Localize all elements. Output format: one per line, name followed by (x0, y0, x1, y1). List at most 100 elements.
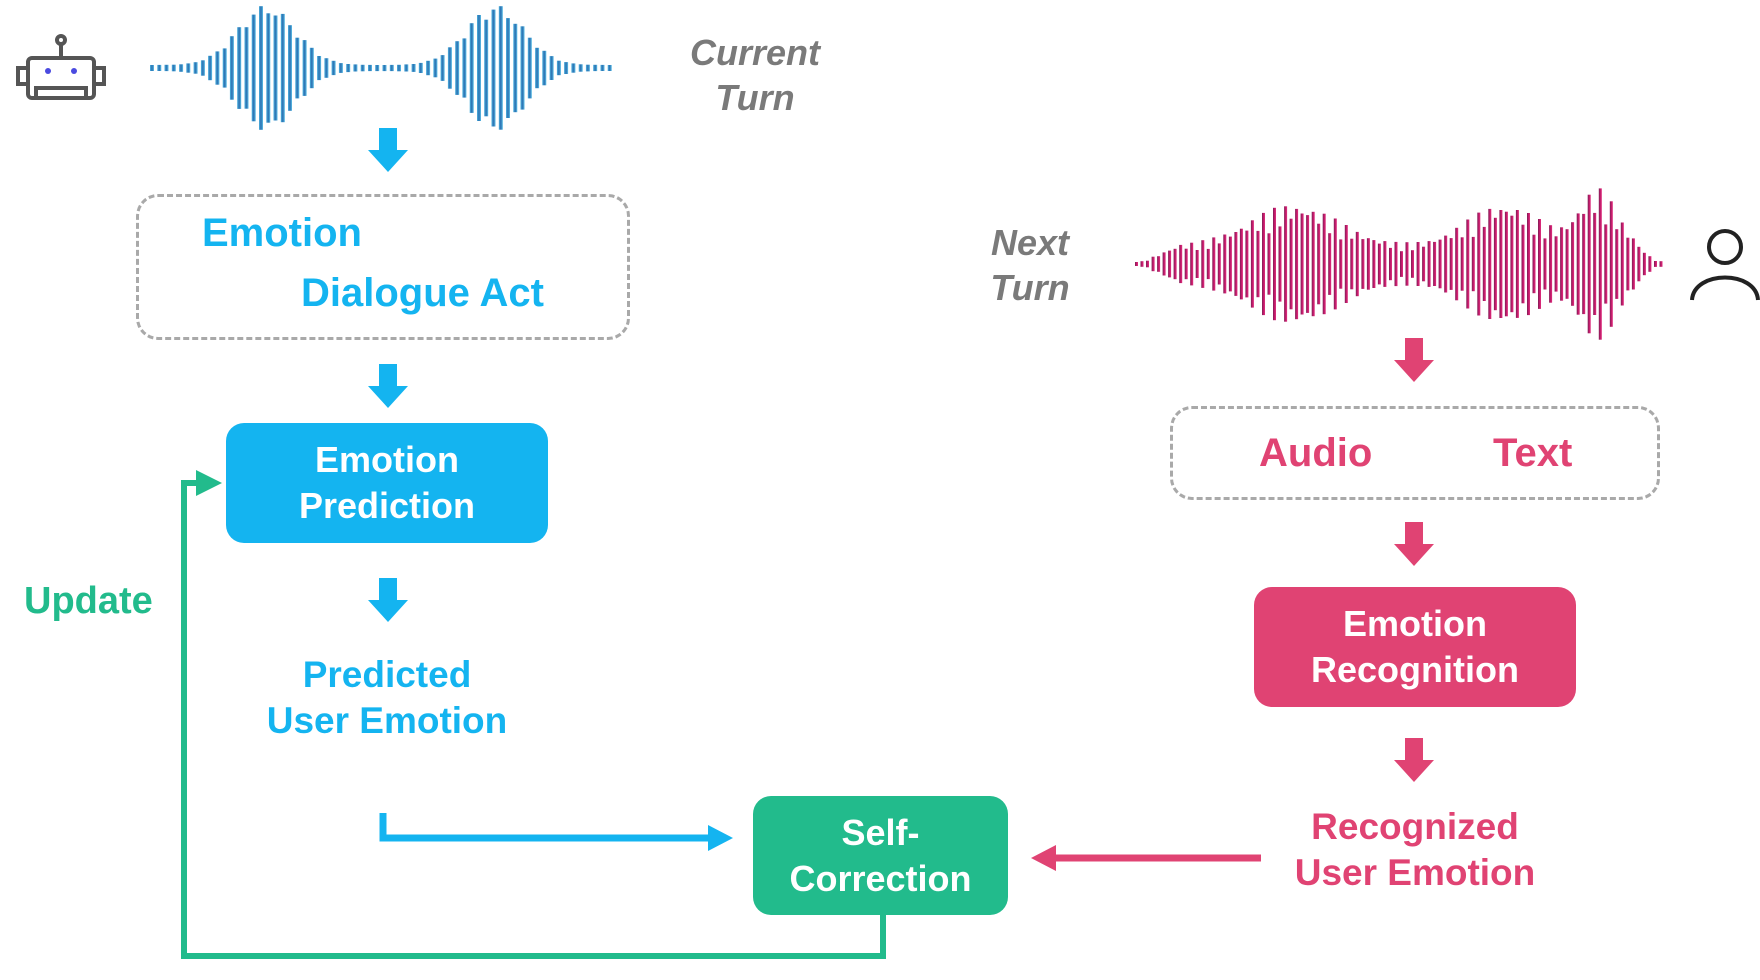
waveform-bar (1328, 233, 1332, 295)
waveform-bar (389, 64, 394, 72)
waveform-bar (259, 6, 263, 130)
waveform-bar (1273, 207, 1276, 321)
waveform-bar (1455, 227, 1459, 301)
user-input-box: Audio Text (1170, 406, 1660, 500)
waveform-bar (1411, 250, 1414, 278)
waveform-bar (251, 14, 256, 122)
waveform-bar (1157, 256, 1161, 272)
waveform-bar (397, 64, 401, 72)
waveform-bar (324, 58, 329, 78)
waveform-bar (1538, 219, 1541, 309)
waveform-bar (1239, 228, 1243, 300)
waveform-bar (1532, 234, 1536, 294)
waveform-bar (1377, 243, 1381, 285)
waveform-bar (607, 65, 612, 71)
emotion-prediction-line1: Emotion (315, 439, 459, 480)
waveform-bar (237, 27, 242, 109)
current-turn-line2: Turn (715, 77, 795, 118)
waveform-bar (564, 62, 569, 74)
waveform-bar (1173, 248, 1177, 280)
waveform-bar (1195, 250, 1199, 278)
recognized-line2: User Emotion (1294, 852, 1536, 893)
waveform-bar (215, 51, 220, 85)
waveform-bar (1543, 238, 1547, 290)
waveform-bar (1350, 238, 1354, 290)
waveform-bar (1179, 244, 1183, 284)
waveform-bar (513, 23, 518, 113)
input-text-label: Text (1493, 431, 1573, 475)
next-turn-label: Next Turn (960, 220, 1100, 310)
down-arrow-icon (1394, 522, 1434, 566)
waveform-bar (549, 56, 554, 80)
waveform-bar (1262, 212, 1265, 316)
waveform-bar (1344, 225, 1348, 303)
waveform-bar (338, 63, 343, 73)
waveform-bar (1311, 211, 1315, 317)
waveform-bar (273, 15, 278, 121)
waveform-bar (1422, 246, 1426, 282)
update-label: Update (24, 580, 153, 622)
waveform-bar (1151, 256, 1155, 272)
waveform-bar (1626, 237, 1630, 291)
waveform-bar (222, 48, 227, 88)
waveform-bar (1598, 188, 1602, 340)
next-turn-line1: Next (990, 222, 1070, 263)
waveform-bar (375, 65, 380, 72)
waveform-bar (1190, 242, 1194, 286)
waveform-bar (1593, 212, 1597, 315)
waveform-bar (317, 56, 322, 81)
waveform-bar (1449, 238, 1453, 290)
emotion-recognition-line1: Emotion (1343, 603, 1487, 644)
waveform-bar (1361, 239, 1365, 289)
waveform-bar (1488, 208, 1492, 319)
emotion-recognition-line2: Recognition (1311, 649, 1519, 690)
waveform-bar (556, 60, 561, 76)
input-emotion-label: Emotion (202, 211, 362, 255)
waveform-bar (1256, 230, 1260, 298)
waveform-bar (1355, 231, 1359, 297)
waveform-bar (1206, 248, 1210, 280)
waveform-bar (433, 58, 438, 78)
waveform-bar (1383, 241, 1387, 287)
waveform-bar (1278, 226, 1282, 302)
recognized-line1: Recognized (1311, 806, 1519, 847)
waveform-bar (1140, 261, 1144, 267)
waveform-bar (150, 65, 154, 71)
waveform-bar (1317, 223, 1321, 305)
waveform-bar (527, 37, 532, 99)
next-turn-line2: Turn (990, 267, 1070, 308)
waveform-bar (1289, 218, 1293, 310)
down-arrow-icon (1394, 738, 1434, 782)
waveform-bar (1482, 226, 1486, 301)
waveform-bar (266, 13, 271, 123)
waveform-bar (368, 64, 372, 72)
waveform-bar (1333, 218, 1337, 310)
waveform-bar (1582, 213, 1586, 315)
waveform-bar (244, 27, 249, 109)
waveform-bar (426, 60, 431, 76)
blue-connector-arrow (379, 813, 733, 851)
waveform-bar (1339, 239, 1343, 289)
waveform-bar (179, 64, 184, 72)
waveform-bar (491, 9, 496, 127)
robot-input-box: Emotion Dialogue Act (136, 194, 630, 340)
waveform-bar (1228, 236, 1232, 292)
self-correction-box: Self- Correction (753, 796, 1008, 915)
waveform-bar (455, 41, 460, 95)
waveform-bar (288, 25, 292, 111)
green-update-loop-arrow (181, 470, 886, 959)
predicted-user-emotion-label: Predicted User Emotion (237, 652, 537, 744)
emotion-recognition-box: Emotion Recognition (1254, 587, 1576, 707)
waveform-bar (1400, 251, 1403, 277)
emotion-prediction-line2: Prediction (298, 485, 476, 526)
down-arrow-icon (1394, 338, 1434, 382)
waveform-bar (418, 62, 423, 73)
waveform-bar (469, 23, 474, 113)
waveform-bar (542, 50, 547, 86)
waveform-bar (1306, 215, 1310, 313)
blue-waveform-icon (150, 6, 612, 130)
waveform-bar (382, 65, 387, 72)
waveform-bar (1146, 260, 1149, 268)
waveform-bar (1554, 236, 1558, 292)
current-turn-line1: Current (689, 32, 820, 73)
